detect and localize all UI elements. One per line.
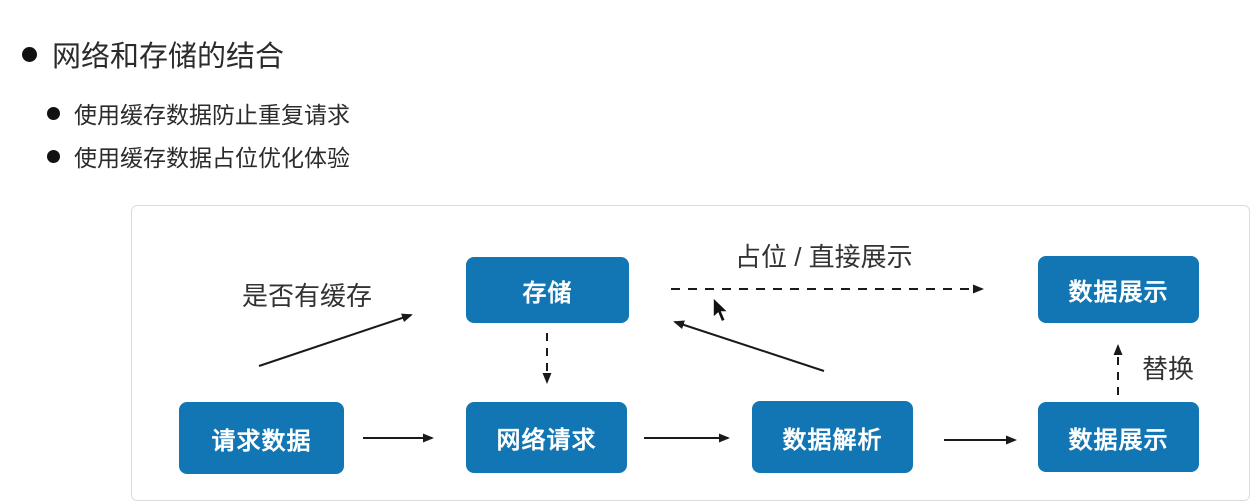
node-data-display-top: 数据展示 [1038, 256, 1199, 323]
edge-label-has-cache: 是否有缓存 [242, 281, 373, 311]
flow-diagram: 存储 数据展示 请求数据 网络请求 数据解析 数据展示 是否有缓存 占位 / 直… [131, 205, 1250, 501]
arrow-parse-to-storage [673, 320, 825, 372]
sub-bullet-text: 使用缓存数据占位优化体验 [74, 145, 350, 171]
node-data-display-bottom: 数据展示 [1038, 402, 1199, 472]
bullet-icon [47, 149, 60, 163]
edge-label-replace: 替换 [1142, 354, 1195, 384]
node-request-data: 请求数据 [179, 402, 344, 474]
node-data-parse: 数据解析 [752, 401, 913, 473]
sub-bullet-row: 使用缓存数据防止重复请求 [47, 96, 350, 130]
main-bullet-row: 网络和存储的结合 [22, 33, 284, 75]
sub-bullet-row: 使用缓存数据占位优化体验 [47, 139, 350, 173]
sub-bullet-text: 使用缓存数据防止重复请求 [74, 102, 350, 128]
bullet-icon [47, 106, 60, 120]
slide-title: 网络和存储的结合 [52, 41, 285, 73]
arrow-request-to-storage [258, 313, 413, 367]
edge-label-placeholder-direct: 占位 / 直接展示 [735, 242, 913, 272]
node-network-request: 网络请求 [466, 402, 627, 473]
node-storage: 存储 [466, 257, 629, 323]
bullet-icon [22, 46, 37, 62]
